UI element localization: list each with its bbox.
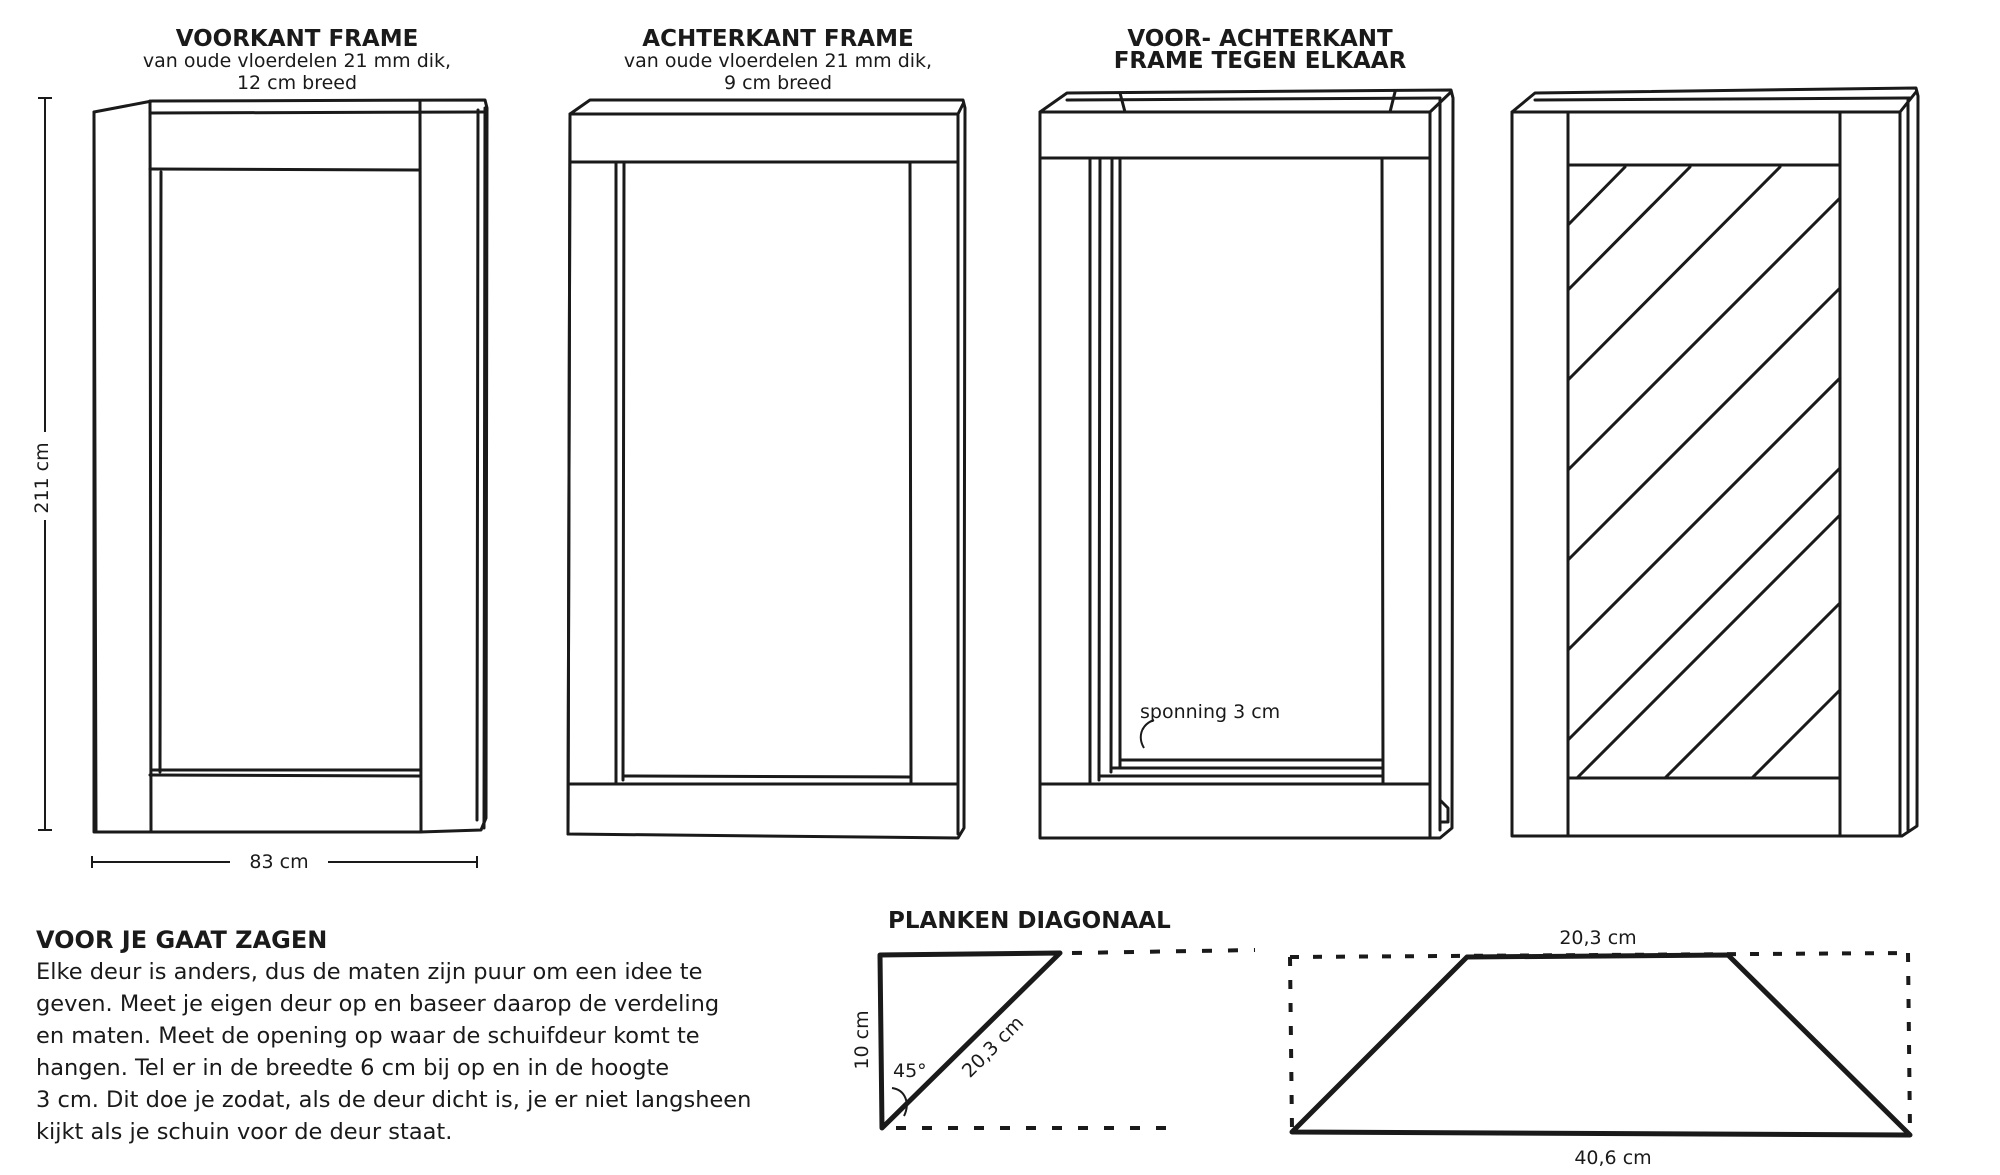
intro-line: Elke deur is anders, dus de maten zijn p… bbox=[36, 959, 703, 985]
intro-line: 3 cm. Dit doe je zodat, als de deur dich… bbox=[36, 1087, 752, 1113]
intro-line: geven. Meet je eigen deur op en baseer d… bbox=[36, 991, 720, 1017]
height-label: 211 cm bbox=[31, 442, 53, 514]
combined-frame-drawing bbox=[1038, 88, 1455, 840]
front-frame-title: VOORKANT FRAME bbox=[175, 26, 419, 52]
front-frame-subtitle-2: 12 cm breed bbox=[236, 72, 358, 94]
trapezoid-bottom-label: 40,6 cm bbox=[1574, 1147, 1652, 1169]
triangle-shape bbox=[877, 950, 1063, 1131]
width-dimension-line bbox=[91, 856, 478, 868]
rebate-label: sponning 3 cm bbox=[1140, 701, 1281, 723]
intro-line: en maten. Meet de opening op waar de sch… bbox=[36, 1023, 700, 1049]
angle-arc bbox=[891, 1087, 908, 1117]
back-frame-drawing bbox=[566, 98, 967, 840]
diagonal-hatching bbox=[1566, 165, 1842, 780]
intro-body: Elke deur is anders, dus de maten zijn p… bbox=[36, 956, 752, 1148]
front-frame-subtitle-1: van oude vloerdelen 21 mm dik, bbox=[142, 50, 452, 72]
back-frame-title: ACHTERKANT FRAME bbox=[642, 26, 914, 52]
height-dimension-line bbox=[38, 97, 52, 831]
trapezoid-bounding-box bbox=[1288, 951, 1912, 1133]
trapezoid-shape bbox=[1289, 952, 1913, 1138]
front-frame-drawing bbox=[92, 98, 489, 834]
intro-line: kijkt als je schuin voor de deur staat. bbox=[36, 1119, 453, 1145]
intro-line: hangen. Tel er in de breedte 6 cm bij op… bbox=[36, 1055, 670, 1081]
rebate-leader bbox=[1139, 719, 1155, 749]
planks-title: PLANKEN DIAGONAAL bbox=[888, 908, 1171, 934]
intro-title: VOOR JE GAAT ZAGEN bbox=[36, 926, 328, 954]
combined-frame-title-2: FRAME TEGEN ELKAAR bbox=[1113, 48, 1407, 74]
trapezoid-top-label: 20,3 cm bbox=[1559, 927, 1637, 949]
back-frame-subtitle-1: van oude vloerdelen 21 mm dik, bbox=[623, 50, 933, 72]
combined-frame-title-1: VOOR- ACHTERKANT bbox=[1127, 26, 1393, 52]
triangle-angle-label: 45° bbox=[893, 1060, 927, 1082]
back-frame-subtitle-2: 9 cm breed bbox=[723, 72, 833, 94]
triangle-leg-label: 10 cm bbox=[851, 1010, 873, 1070]
finished-door-drawing bbox=[1510, 86, 1920, 838]
triangle-extension bbox=[896, 948, 1256, 1130]
width-label: 83 cm bbox=[249, 851, 309, 873]
